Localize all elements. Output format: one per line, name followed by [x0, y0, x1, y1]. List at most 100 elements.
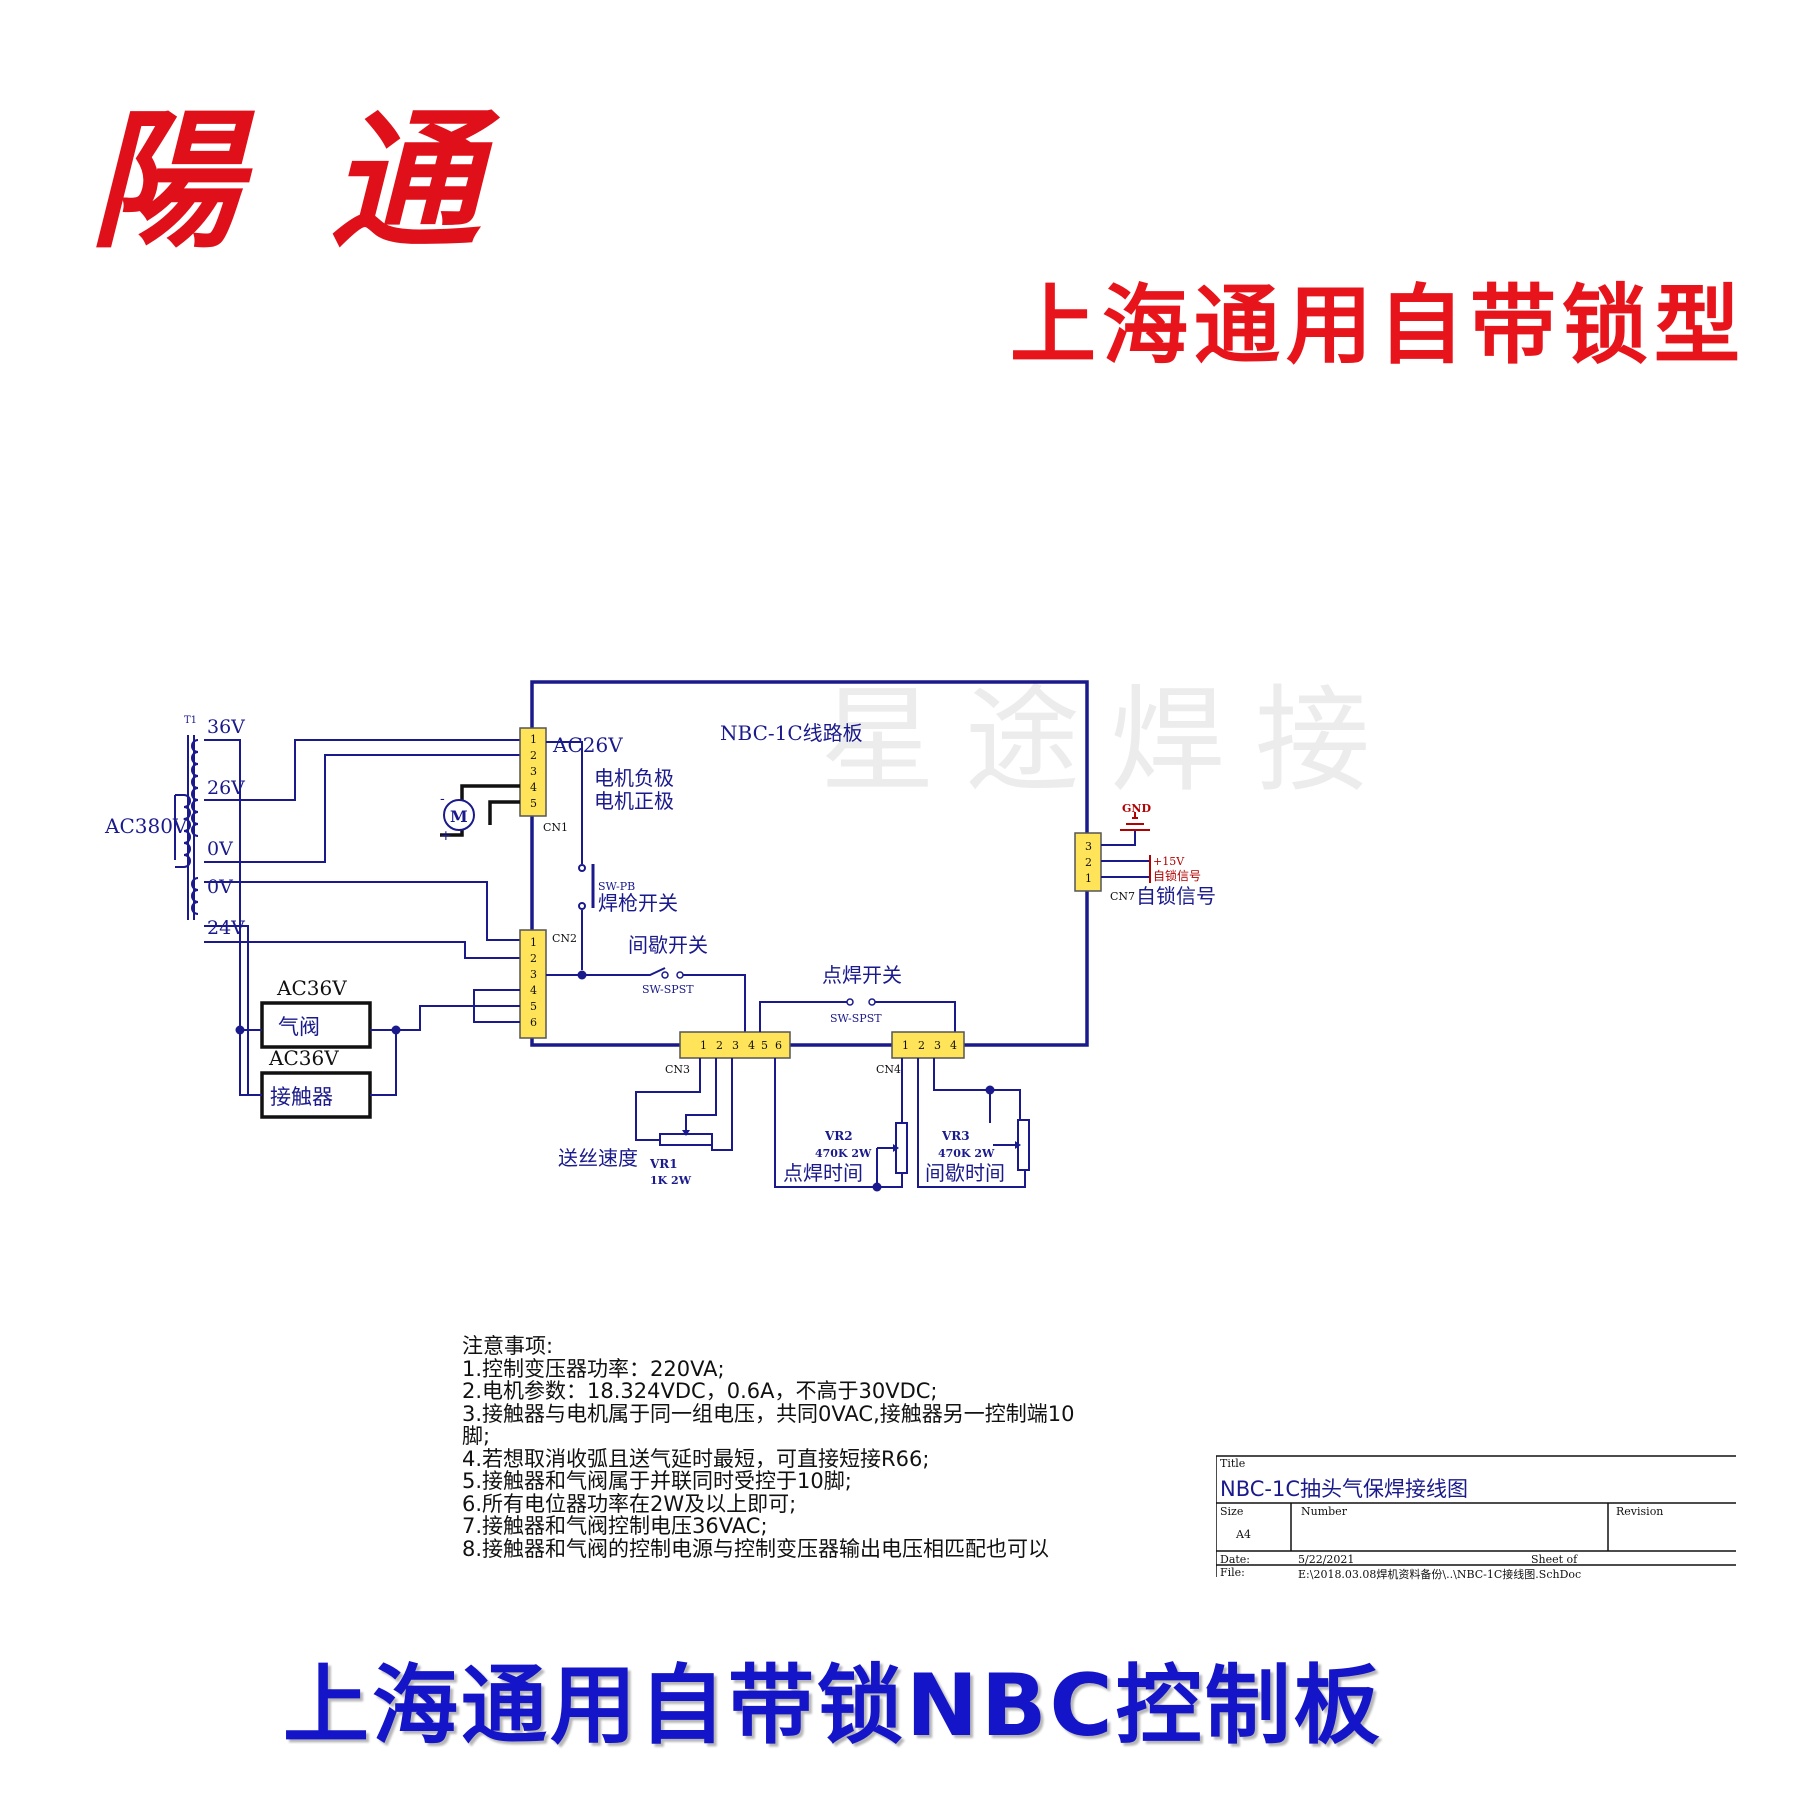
date-value: 5/22/2021 — [1298, 1553, 1355, 1566]
svg-text:3: 3 — [732, 1039, 739, 1052]
cn4-connector — [891, 1031, 965, 1059]
torch-switch — [578, 775, 595, 970]
vr1-wiper — [682, 1130, 690, 1136]
spot-switch-part: SW-SPST — [830, 1012, 882, 1025]
junction-dot — [985, 1085, 995, 1095]
title-block-grid — [1216, 1455, 1736, 1577]
vr2-value: 470K 2W — [815, 1147, 872, 1160]
svg-text:2: 2 — [530, 952, 537, 965]
tap-0v-upper: 0V — [207, 838, 233, 860]
cn7-label: 自锁信号 — [1136, 884, 1216, 908]
svg-text:5: 5 — [530, 1000, 537, 1013]
svg-text:3: 3 — [530, 765, 537, 778]
note-line: 脚; — [462, 1424, 491, 1448]
svg-text:6: 6 — [530, 1016, 537, 1029]
watermark-text: 星途焊接 — [820, 674, 1400, 808]
cn2-pins: 1 2 3 4 5 6 — [530, 936, 537, 1029]
tap-0v-lower: 0V — [207, 876, 233, 898]
svg-text:6: 6 — [775, 1039, 782, 1052]
vr3-ref: VR3 — [941, 1129, 970, 1143]
title-block: Title NBC-1C抽头气保焊接线图 Size A4 Number Revi… — [1216, 1455, 1736, 1581]
cn4-pins: 1 2 3 4 — [902, 1039, 957, 1052]
cn2-wires — [396, 967, 746, 1040]
cn3-connector — [679, 1031, 791, 1059]
spot-switch-contact — [846, 998, 854, 1006]
brand-logo: 陽通 — [90, 93, 571, 269]
motor-symbol: M — [450, 807, 468, 826]
spot-switch-wires — [759, 1001, 956, 1032]
cn7-pins: 3 2 1 — [1085, 840, 1092, 885]
svg-text:3: 3 — [1085, 840, 1092, 853]
note-line: 5.接触器和气阀属于并联同时受控于10脚; — [462, 1469, 852, 1493]
cn2-ref: CN2 — [552, 932, 577, 945]
note-line: 1.控制变压器功率：220VA; — [462, 1356, 725, 1381]
contactor-voltage: AC36V — [268, 1046, 339, 1070]
cn1-pins: 1 2 3 4 5 — [530, 733, 537, 810]
intermittent-switch-part: SW-SPST — [642, 983, 694, 996]
svg-text:2: 2 — [918, 1039, 925, 1052]
vr1-value: 1K 2W — [650, 1174, 692, 1187]
intermittent-switch-contact — [676, 971, 684, 979]
valve-label: 气阀 — [278, 1015, 320, 1039]
vr3-value: 470K 2W — [938, 1147, 995, 1160]
valve-voltage: AC36V — [276, 976, 347, 1000]
junction-dot — [391, 1025, 401, 1035]
torch-switch-label: 焊枪开关 — [598, 891, 678, 915]
vr2-wiper — [893, 1144, 899, 1152]
note-line: 2.电机参数：18.324VDC，0.6A，不高于30VDC; — [462, 1379, 938, 1403]
svg-text:2: 2 — [716, 1039, 723, 1052]
svg-text:3: 3 — [934, 1039, 941, 1052]
note-line: 6.所有电位器功率在2W及以上即可; — [462, 1491, 797, 1516]
svg-text:1: 1 — [530, 936, 537, 949]
lock-signal-net-label: 自锁信号 — [1153, 868, 1201, 883]
vr2-potentiometer — [774, 1058, 908, 1188]
board-title: NBC-1C线路板 — [720, 721, 863, 745]
svg-text:4: 4 — [950, 1039, 957, 1052]
transformer-t1 — [174, 735, 199, 920]
motor-negative-label: 电机负极 — [594, 766, 674, 790]
svg-text:4: 4 — [530, 781, 537, 794]
vr3-wiper — [1015, 1141, 1021, 1149]
vr3-label: 间歇时间 — [925, 1161, 1005, 1185]
svg-text:3: 3 — [530, 968, 537, 981]
note-line: 3.接触器与电机属于同一组电压，共同0VAC,接触器另一控制端10 — [462, 1401, 1075, 1426]
file-label: File: — [1220, 1566, 1245, 1579]
cn1-connector — [519, 727, 547, 817]
size-value: A4 — [1236, 1528, 1251, 1541]
torch-switch-part: SW-PB — [598, 880, 635, 893]
svg-text:1: 1 — [700, 1039, 707, 1052]
svg-text:4: 4 — [748, 1039, 755, 1052]
motor — [440, 784, 520, 837]
junction-dot — [872, 1182, 882, 1192]
sheet-label: Sheet of — [1531, 1553, 1578, 1566]
junction-dot — [235, 1025, 245, 1035]
drawing-title: NBC-1C抽头气保焊接线图 — [1220, 1477, 1469, 1501]
svg-text:1: 1 — [530, 733, 537, 746]
file-path: E:\2018.03.08焊机资料备份\..\NBC-1C接线图.SchDoc — [1298, 1568, 1582, 1581]
svg-text:5: 5 — [761, 1039, 768, 1052]
junction-dot — [577, 970, 587, 980]
valve-box — [260, 1001, 372, 1049]
svg-text:1: 1 — [902, 1039, 909, 1052]
cn1-ac26v-label: AC26V — [552, 733, 623, 757]
tap-24v: 24V — [207, 917, 245, 939]
svg-text:1: 1 — [1085, 872, 1092, 885]
size-label: Size — [1220, 1505, 1244, 1518]
cn1-internal-wire — [546, 741, 583, 775]
tap-26v: 26V — [207, 777, 245, 799]
transformer-primary-label: AC380V — [104, 814, 188, 838]
note-line: 7.接触器和气阀控制电压36VAC; — [462, 1514, 768, 1538]
page-subtitle: 上海通用自带锁型 — [1010, 276, 1746, 376]
date-label: Date: — [1220, 1553, 1251, 1566]
contactor-label: 接触器 — [270, 1085, 333, 1109]
cn7-wires — [1101, 830, 1150, 878]
vr2-label: 点焊时间 — [783, 1161, 863, 1185]
svg-text:2: 2 — [530, 749, 537, 762]
cn2-connector — [519, 929, 547, 1039]
revision-label: Revision — [1616, 1505, 1664, 1518]
vr1-label: 送丝速度 — [558, 1146, 638, 1170]
note-line: 4.若想取消收弧且送气延时最短，可直接短接R66; — [462, 1446, 930, 1471]
tap-36v: 36V — [207, 716, 245, 738]
title-label: Title — [1220, 1457, 1246, 1470]
